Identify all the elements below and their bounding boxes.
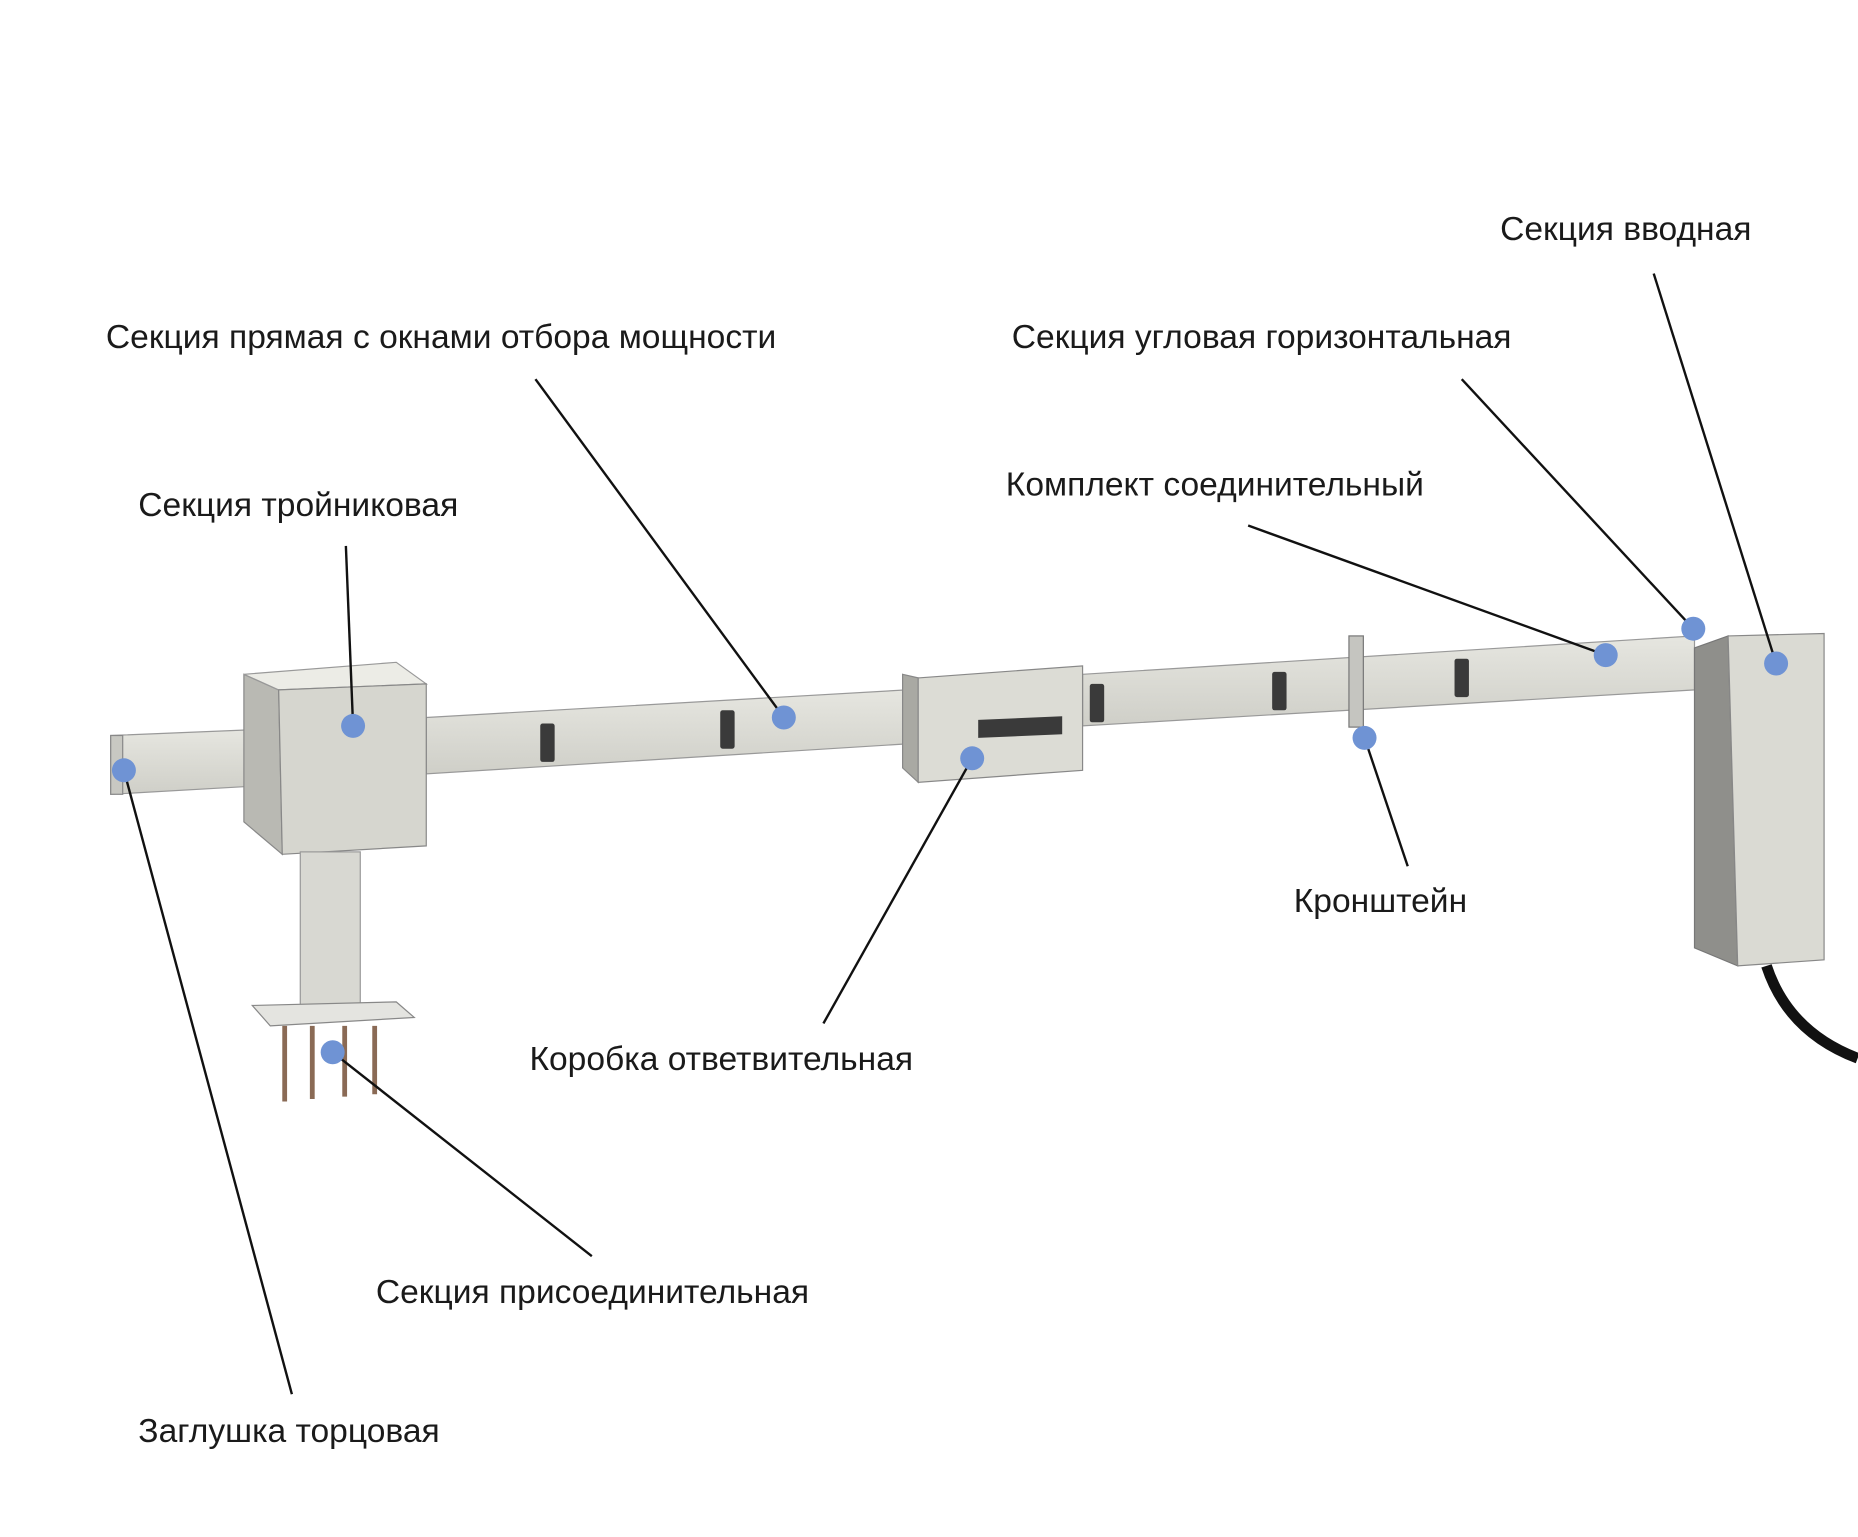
marker-joint-kit [1593,643,1618,668]
leader-lines [122,273,1778,1395]
label-bracket: Кронштейн [1294,883,1467,920]
label-input-section: Секция вводная [1500,211,1751,248]
label-straight-section: Секция прямая с окнами отбора мощности [106,319,776,356]
connection-section [299,851,361,1009]
bracket-shape [1348,635,1364,728]
tee-box-left [243,673,283,856]
busway-assembly [110,632,1858,1102]
power-windows [540,658,1469,762]
label-connection-section: Секция присоединительная [376,1274,809,1311]
base-plate [250,1001,416,1027]
marker-tee-section [341,713,366,738]
marker-straight-section [771,705,796,730]
label-tee-section: Секция тройниковая [138,487,458,524]
label-joint-kit: Комплект соединительный [1006,467,1424,504]
label-tap-box: Коробка ответвительная [529,1041,913,1078]
marker-tap-box [960,746,985,771]
end-cap-section [110,728,259,795]
marker-bracket [1352,725,1377,750]
labels: Секция вводная Секция прямая с окнами от… [106,211,1752,1450]
straight-section [425,689,907,775]
marker-connection-section [320,1040,345,1065]
markers [111,616,1789,1065]
tap-box-window [978,716,1063,738]
input-section-front [1727,632,1825,967]
cable [1761,964,1858,1064]
label-end-cap: Заглушка торцовая [138,1413,439,1450]
marker-corner-section [1681,616,1706,641]
tee-box-front [278,683,427,855]
marker-end-cap [111,758,136,783]
label-corner-section: Секция угловая горизонтальная [1012,319,1512,356]
tap-box-left [902,673,919,784]
marker-input-section [1764,651,1789,676]
